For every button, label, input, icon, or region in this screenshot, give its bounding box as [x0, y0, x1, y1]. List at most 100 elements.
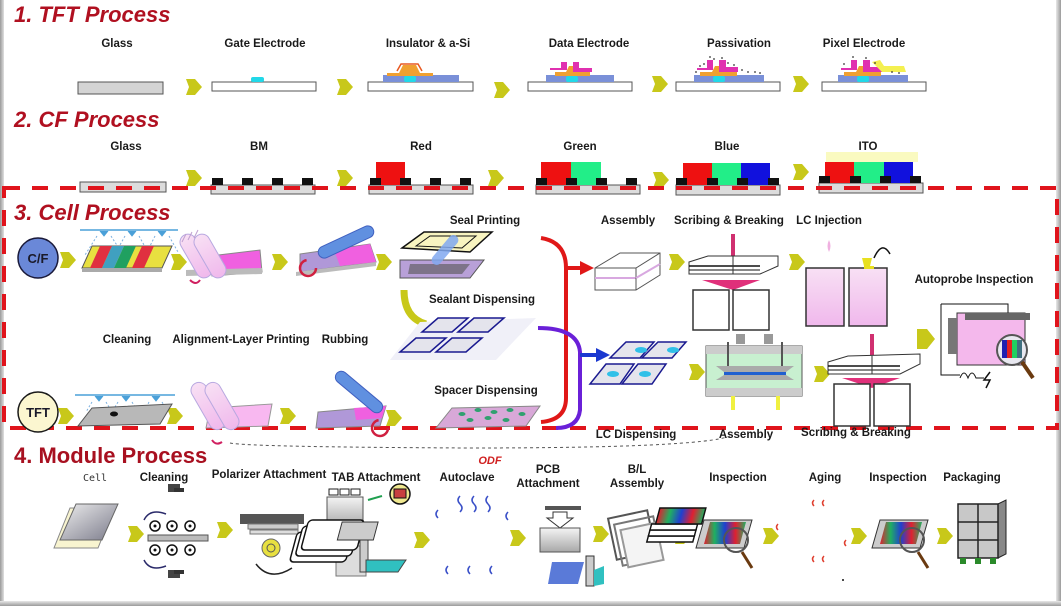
lower-scribing-label: Scribing & Breaking	[801, 427, 911, 439]
process-arrow-icon	[337, 79, 353, 95]
alignment-printing-label: Alignment-Layer Printing	[172, 334, 309, 346]
process-arrow-icon	[376, 254, 392, 270]
autoprobe-inspection-label: Autoprobe Inspection	[915, 274, 1034, 286]
tft-step-label: Pixel Electrode	[823, 38, 905, 50]
process-arrow-icon	[488, 170, 504, 186]
process-arrow-icon	[272, 254, 288, 270]
lc-dispensing-icon	[588, 341, 688, 385]
lower-route-arrowhead-icon	[596, 348, 610, 362]
cf-section-title: 2. CF Process	[13, 107, 160, 132]
tft-step-label: Insulator & a-Si	[386, 38, 470, 50]
cf-step-label: Blue	[715, 141, 740, 153]
tft-glass-substrate-icon	[77, 81, 164, 95]
inspection-icon	[695, 519, 754, 569]
cf-step-label: BM	[250, 141, 268, 153]
cf-step-label: Red	[410, 141, 432, 153]
odf-label: ODF	[478, 455, 502, 467]
tft-step-label: Gate Electrode	[224, 38, 305, 50]
module-step-label: Cell	[83, 473, 107, 484]
module-step-label: Inspection	[709, 472, 767, 484]
tft-step-label: Data Electrode	[549, 38, 630, 50]
lc-dispensing-label: LC Dispensing	[596, 429, 677, 441]
module-step-label: Packaging	[943, 472, 1001, 484]
cf-ito-icon	[818, 152, 924, 194]
module-step-label: Autoclave	[440, 472, 495, 484]
process-arrow-icon	[414, 532, 430, 548]
cf-red-filter-icon	[368, 162, 474, 195]
tft-rubbing-icon	[315, 370, 390, 438]
packaging-icon	[957, 499, 1007, 564]
spacer-dispensing-label: Spacer Dispensing	[434, 385, 538, 397]
tft-process-section: 1. TFT Process Glass Gate Electrode Insu…	[14, 2, 927, 98]
process-arrow-icon	[171, 254, 187, 270]
process-arrow-icon	[58, 408, 74, 424]
process-arrow-icon	[510, 530, 526, 546]
process-arrow-icon	[937, 528, 953, 544]
process-arrow-icon	[793, 76, 809, 92]
lc-injection-label: LC Injection	[796, 215, 862, 227]
tft-input-node: TFT	[17, 391, 59, 433]
frame-edge-bottom	[0, 601, 1061, 606]
module-step-label: Assembly	[610, 478, 665, 490]
module-step-label: Aging	[809, 472, 842, 484]
process-arrow-icon	[386, 410, 402, 426]
cf-rubbing-icon	[296, 225, 377, 278]
process-arrow-icon	[167, 408, 183, 424]
branch-arrow-icon	[400, 289, 428, 328]
lower-scribing-icon	[827, 334, 921, 427]
process-arrow-icon	[217, 522, 233, 538]
cleaning-label: Cleaning	[103, 334, 152, 346]
cf-input-node: C/F	[17, 237, 59, 279]
process-arrow-icon	[851, 528, 867, 544]
sealant-dispensing-icon	[390, 317, 536, 360]
process-arrow-icon	[593, 526, 609, 542]
tft-step-label: Passivation	[707, 38, 771, 50]
upper-scribing-icon	[688, 234, 779, 331]
module-cell-icon	[53, 503, 119, 549]
upper-assembly-icon	[594, 252, 661, 291]
module-step-label: TAB Attachment	[332, 472, 421, 484]
module-step-label: B/L	[628, 464, 647, 476]
cell-process-section: 3. Cell Process C/F TFT	[2, 186, 1059, 467]
module-step-label: Polarizer Attachment	[212, 469, 327, 481]
module-step-label: Attachment	[516, 478, 579, 490]
tft-step-label: Glass	[101, 38, 132, 50]
cf-input-label: C/F	[28, 251, 49, 266]
process-arrow-icon	[186, 170, 202, 186]
process-arrow-icon	[763, 528, 779, 544]
process-arrow-icon	[789, 254, 805, 270]
tft-section-title: 1. TFT Process	[14, 2, 171, 27]
process-arrow-icon	[689, 364, 705, 380]
process-arrow-icon	[653, 172, 669, 188]
process-arrow-icon	[494, 82, 510, 98]
autoprobe-inspection-icon	[940, 303, 1035, 389]
cf-process-section: 2. CF Process Glass BM Red Green Blue IT…	[13, 107, 924, 196]
process-arrow-icon	[917, 329, 935, 349]
aging-icon	[645, 499, 847, 563]
cf-step-label: Green	[563, 141, 596, 153]
tft-alignment-printing-icon	[190, 381, 273, 445]
tft-insulator-icon	[367, 63, 474, 92]
stray-dot	[842, 579, 844, 581]
process-arrow-icon	[280, 408, 296, 424]
process-arrow-icon	[669, 254, 685, 270]
lc-injection-icon	[805, 240, 891, 327]
cf-step-label: ITO	[859, 141, 878, 153]
cf-step-label: Glass	[110, 141, 141, 153]
process-arrow-icon	[793, 164, 809, 180]
upper-assembly-label: Assembly	[601, 215, 656, 227]
module-cleaning-icon	[143, 484, 209, 578]
tft-passivation-icon	[675, 56, 781, 92]
process-arrow-icon	[128, 526, 144, 542]
rubbing-label: Rubbing	[322, 334, 369, 346]
module-process-section: 4. Module Process Cell Cleaning Polarize…	[14, 443, 1007, 587]
lower-route-bracket	[537, 326, 582, 430]
final-inspection-icon	[871, 519, 930, 569]
tft-gate-electrode-icon	[211, 77, 317, 92]
tft-pixel-electrode-icon	[821, 56, 927, 92]
polarizer-attachment-icon	[240, 514, 304, 575]
process-arrow-icon	[186, 79, 202, 95]
spacer-dispensing-icon	[434, 405, 541, 429]
cf-blue-filter-icon	[675, 163, 781, 196]
